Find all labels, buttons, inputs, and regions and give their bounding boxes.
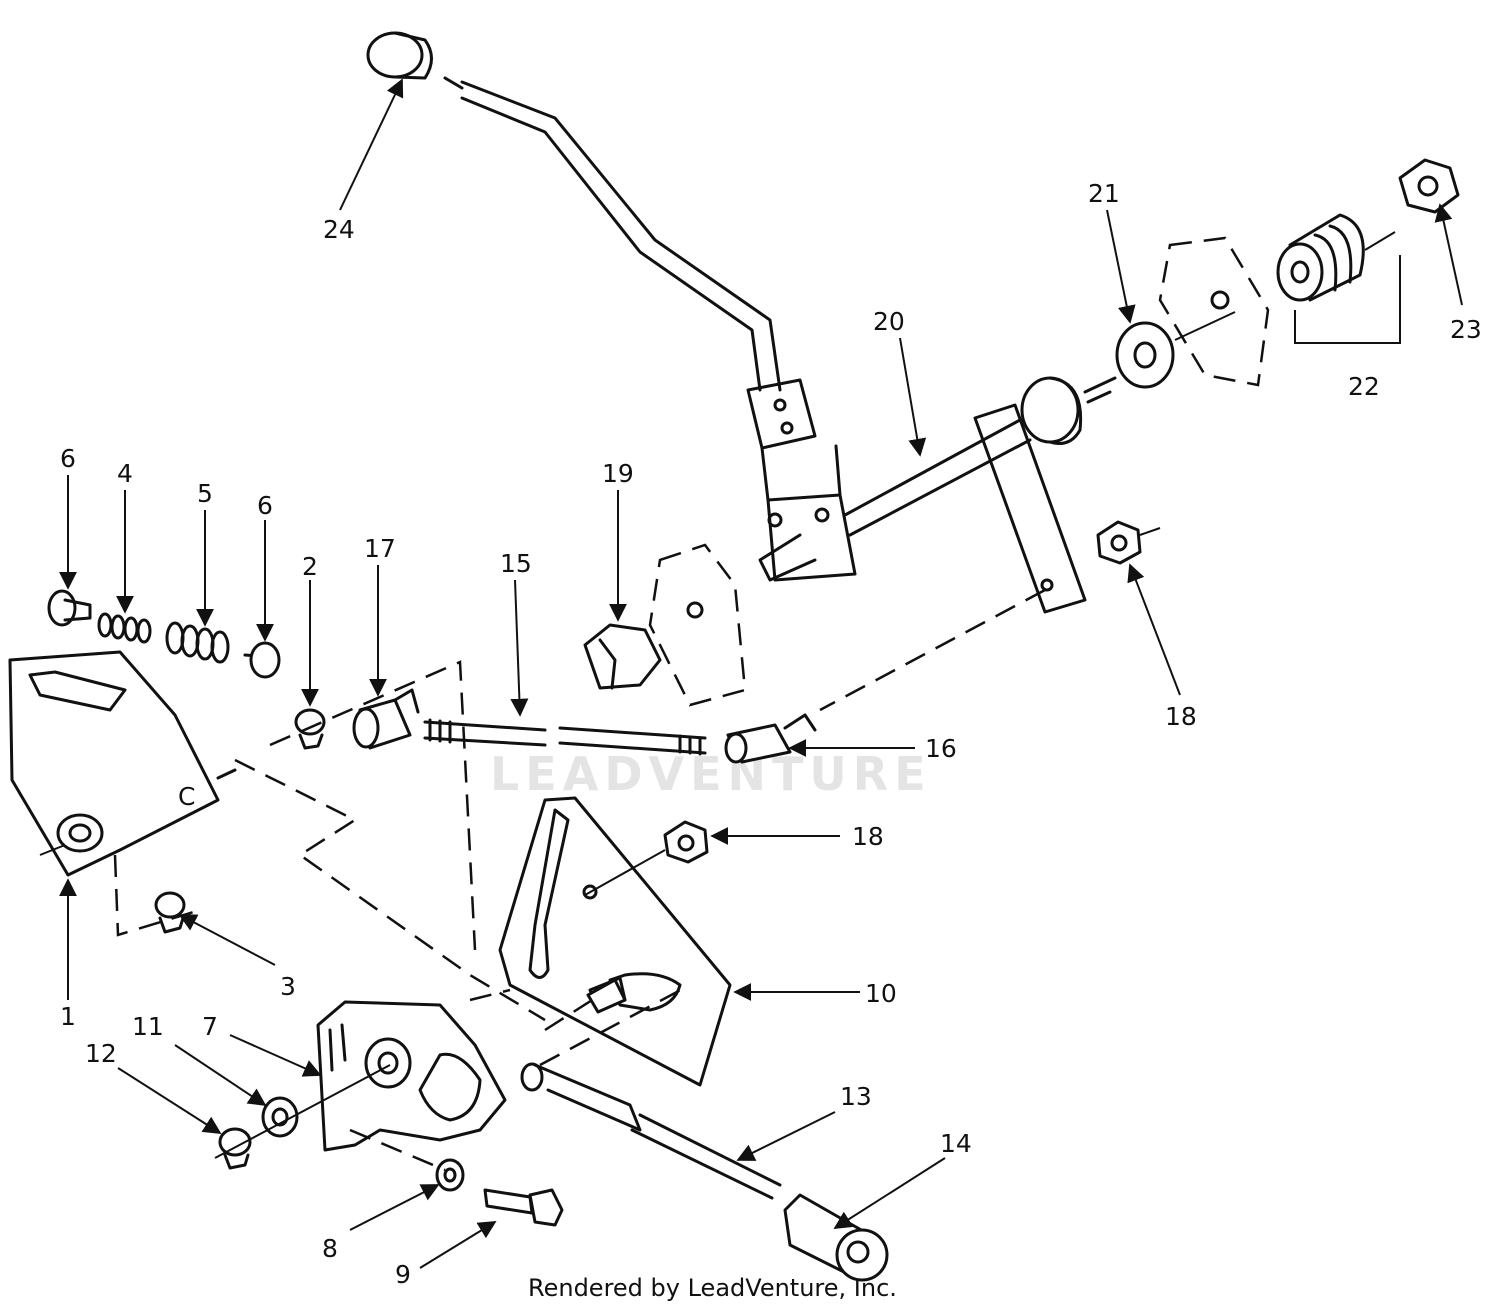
axis-line-18-lower [584,849,666,896]
callout-21: 21 [1088,179,1120,208]
plate-mark-c: C [178,782,195,811]
callout-24: 24 [323,215,355,244]
part-12-clip [218,1127,252,1170]
callout-15: 15 [500,549,532,578]
dashed-plate-upper [1158,236,1270,387]
dashed-plate-lower-hole [686,601,704,619]
part-22-bushing [1276,213,1365,302]
callout-5: 5 [197,479,213,508]
part-3-clip [154,891,186,934]
part-10-pin [586,978,627,1014]
callout-6-right: 6 [257,491,273,520]
dashed-link-7-8 [349,1128,446,1172]
callout-labels: 24 21 23 22 20 19 18 6 4 5 6 2 17 15 16 … [60,179,1482,1289]
part-21-washer [1115,321,1175,389]
leadventure-watermark: LEADVENTURE [490,747,932,801]
axis-line-7-12 [214,1064,391,1159]
part-15-rod [423,718,707,756]
part-24-knob [366,31,433,80]
dashed-link-2-17 [269,660,477,951]
part-18-nut-upper [1096,520,1142,565]
part-6-pin-right [243,641,281,679]
callout-22: 22 [1348,372,1380,401]
part-8-washer [435,1158,465,1192]
dashed-link-7-10 [469,988,511,1002]
callout-12: 12 [85,1039,117,1068]
callout-8: 8 [322,1234,338,1263]
part-23-nut [1398,158,1460,214]
dashed-link-13-10 [539,983,691,1067]
callout-16: 16 [925,734,957,763]
axis-line-22 [1364,231,1396,251]
callout-1: 1 [60,1002,76,1031]
part-16-ferrule [724,713,817,764]
part-19-bolt [583,623,662,690]
callout-13: 13 [840,1082,872,1111]
dashed-plate-hole [1210,290,1230,310]
part-5-spring [165,621,230,664]
axis-line-21 [1174,311,1236,341]
part-9-bolt [483,1188,564,1227]
callout-23: 23 [1450,315,1482,344]
callout-4: 4 [117,459,133,488]
callout-20: 20 [873,307,905,336]
bracket-22 [1294,255,1401,344]
part-11-washer [261,1096,299,1138]
axis-line-18-upper [1139,527,1161,536]
part-13-rod [520,1062,782,1200]
callout-17: 17 [364,534,396,563]
callout-2: 2 [302,552,318,581]
callout-10: 10 [865,979,897,1008]
callout-19: 19 [602,459,634,488]
callout-6-left: 6 [60,444,76,473]
part-10-selector-plate [498,796,732,1087]
callout-7: 7 [202,1012,218,1041]
dashed-link-1-10 [234,758,546,1022]
axis-line-1 [39,844,66,856]
dashed-link-16-18 [819,588,1046,712]
rendered-by-credit: Rendered by LeadVenture, Inc. [528,1274,897,1302]
part-17-ferrule [352,688,420,750]
callout-18-lower: 18 [852,822,884,851]
part-2-clip [294,708,326,750]
dashed-link-3 [113,854,201,937]
part-18-nut-lower [663,820,709,864]
part-7-detent-bracket [316,1000,507,1152]
callout-11: 11 [132,1012,164,1041]
part-14-clevis [783,1193,889,1282]
callout-14: 14 [940,1129,972,1158]
dashed-plate-lower [648,543,747,707]
part-6-pin-left [47,589,92,627]
part-4-spring [97,612,152,644]
callout-leaders [59,78,1463,1269]
callout-3: 3 [280,972,296,1001]
callout-18-upper: 18 [1165,702,1197,731]
part-1-mounting-plate: C [8,650,237,877]
part-20-shift-lever [443,76,1117,614]
callout-9: 9 [395,1260,411,1289]
